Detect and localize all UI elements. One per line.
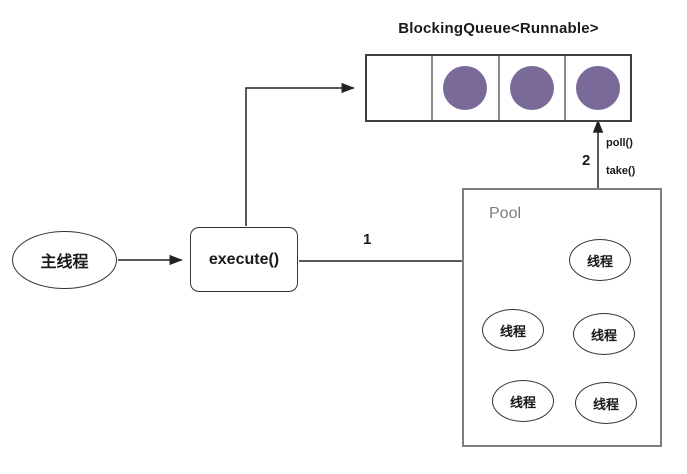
thread-label: 线程 [499, 323, 526, 339]
edge-label-step2: 2 [582, 152, 591, 169]
edge-label-poll: poll() [606, 137, 633, 149]
thread-node: 线程 [482, 309, 544, 351]
thread-label: 线程 [509, 394, 536, 410]
thread-node: 线程 [573, 313, 635, 355]
queue-cell [433, 56, 500, 120]
execute-node: execute() [190, 227, 298, 292]
execute-label: execute() [208, 250, 280, 268]
queue-cell [566, 56, 630, 120]
task-circle [509, 66, 554, 110]
queue-cell-empty [367, 56, 434, 120]
thread-label: 线程 [590, 327, 617, 343]
thread-node: 线程 [492, 380, 554, 422]
thread-label: 线程 [586, 253, 613, 269]
blocking-queue [365, 54, 632, 122]
pool-label: Pool [489, 205, 522, 222]
task-circle [443, 66, 488, 110]
task-circle [575, 66, 620, 110]
main-thread-label: 主线程 [40, 254, 89, 271]
queue-title: BlockingQueue<Runnable> [398, 20, 599, 37]
thread-node: 线程 [575, 382, 637, 424]
edge-label-step1: 1 [363, 231, 372, 248]
queue-cell [500, 56, 566, 120]
thread-node: 线程 [569, 239, 631, 281]
main-thread-node: 主线程 [12, 231, 117, 289]
edge-label-take: take() [606, 165, 636, 177]
thread-label: 线程 [592, 396, 619, 412]
arrow-execute-to-queue [245, 82, 355, 226]
